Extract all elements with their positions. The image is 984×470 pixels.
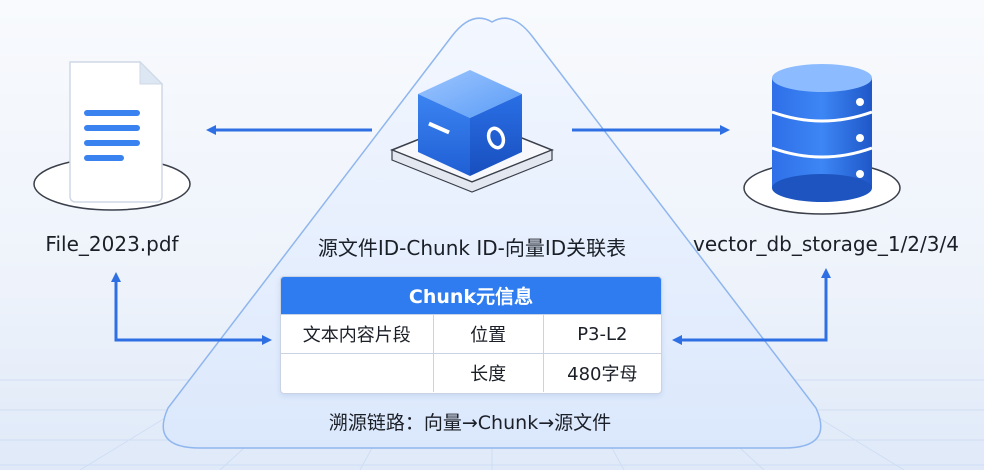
document-label: File_2023.pdf (45, 232, 179, 256)
association-table-label: 源文件ID-Chunk ID-向量ID关联表 (317, 236, 627, 260)
trace-chain-text: 溯源链路：向量→Chunk→源文件 (328, 412, 612, 434)
cell-position-value: P3-L2 (542, 314, 661, 354)
chunk-metadata-table: Chunk元信息 文本内容片段 位置 P3-L2 长度 480字母 (280, 276, 662, 394)
cube-node (389, 70, 555, 193)
cube-icon (418, 70, 522, 176)
document-node (33, 60, 191, 211)
cell-length-value: 480字母 (542, 353, 661, 392)
table-row: 文本内容片段 位置 P3-L2 (281, 314, 661, 354)
cell-position-label: 位置 (432, 314, 544, 354)
table-row: 长度 480字母 (281, 353, 661, 392)
document-icon (69, 60, 164, 203)
database-node (743, 64, 901, 215)
database-label: vector_db_storage_1/2/3/4 (693, 232, 959, 256)
cell-empty (281, 353, 433, 392)
chunk-metadata-title: Chunk元信息 (281, 277, 661, 314)
cell-content-label: 文本内容片段 (281, 314, 433, 354)
connector-arrows (111, 125, 831, 345)
database-icon (771, 64, 873, 202)
arrow-database-to-table (672, 276, 828, 345)
arrow-document-to-table (114, 288, 272, 345)
cell-length-label: 长度 (432, 353, 544, 392)
chunk-metadata-grid: 文本内容片段 位置 P3-L2 长度 480字母 (281, 314, 661, 392)
